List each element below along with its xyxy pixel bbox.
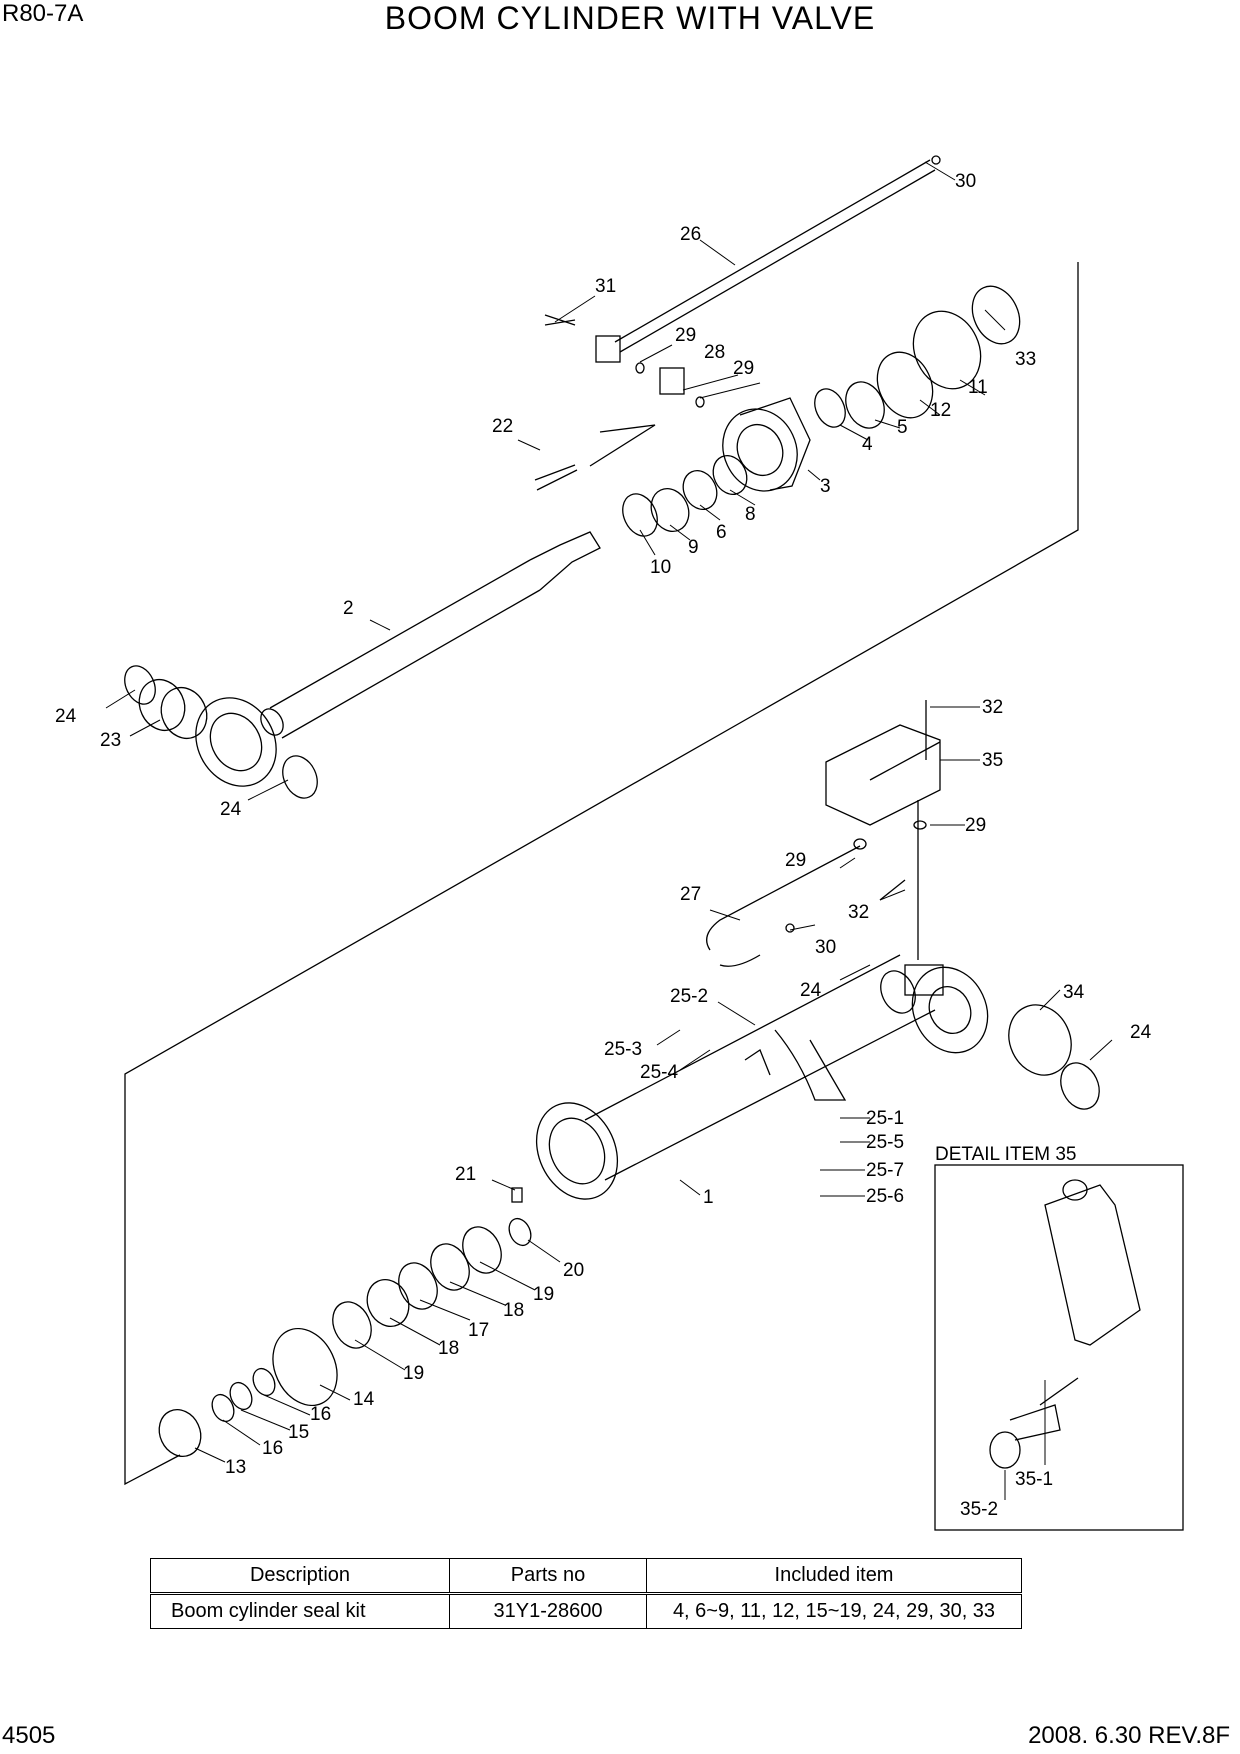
callout-15: 15: [288, 1422, 309, 1443]
callout-8: 8: [745, 504, 756, 525]
table-row: Boom cylinder seal kit 31Y1-28600 4, 6~9…: [150, 1593, 1022, 1629]
callout-16: 16: [262, 1438, 283, 1459]
callout-20: 20: [563, 1260, 584, 1281]
callout-14: 14: [353, 1389, 375, 1410]
callout-29: 29: [733, 358, 754, 379]
callout-25-5: 25-5: [866, 1132, 904, 1153]
bushing-23: [124, 665, 318, 799]
callout-25-2: 25-2: [670, 986, 708, 1007]
callout-13: 13: [225, 1457, 246, 1478]
callout-25-6: 25-6: [866, 1186, 904, 1207]
callout-12: 12: [930, 400, 951, 421]
piston-rod: [195, 531, 601, 787]
callout-19: 19: [533, 1284, 554, 1305]
cell-parts-no: 31Y1-28600: [449, 1593, 647, 1629]
callout-5: 5: [897, 417, 908, 438]
callout-25-1: 25-1: [866, 1108, 904, 1129]
pipe-26: [534, 155, 941, 491]
callout-22: 22: [492, 416, 513, 437]
piston-parts: [158, 1187, 532, 1457]
callout-25-3: 25-3: [604, 1039, 642, 1060]
callout-24: 24: [1130, 1022, 1152, 1043]
callout-30: 30: [955, 171, 976, 192]
cylinder-tube: [535, 954, 1100, 1200]
callout-34: 34: [1063, 982, 1085, 1003]
page-title: BOOM CYLINDER WITH VALVE: [384, 0, 876, 36]
callout-35-2: 35-2: [960, 1499, 998, 1520]
col-header-included: Included item: [646, 1558, 1022, 1594]
callout-29: 29: [675, 325, 696, 346]
callout-1: 1: [703, 1187, 714, 1208]
callout-35-1: 35-1: [1015, 1469, 1053, 1490]
callout-24: 24: [55, 706, 77, 727]
callout-32: 32: [982, 697, 1003, 718]
col-header-parts-no: Parts no: [449, 1558, 647, 1594]
holding-valve-35: [706, 700, 941, 967]
callout-32: 32: [848, 902, 869, 923]
model-number: R80-7A: [2, 0, 84, 27]
callout-33: 33: [1015, 349, 1036, 370]
callout-30: 30: [815, 937, 836, 958]
callout-26: 26: [680, 224, 701, 245]
callout-23: 23: [100, 730, 121, 751]
seal-kit-table: Description Parts no Included item Boom …: [150, 1558, 1022, 1629]
callout-labels: 30 26 31 29 28 29 33 11 12 5 22 4 3 8 6 …: [55, 171, 1152, 1520]
callout-11: 11: [968, 377, 988, 398]
callout-29: 29: [965, 815, 986, 836]
callout-9: 9: [688, 537, 699, 558]
callout-19: 19: [403, 1363, 424, 1384]
page-number: 4505: [2, 1722, 56, 1749]
cell-included: 4, 6~9, 11, 12, 15~19, 24, 29, 30, 33: [646, 1593, 1022, 1629]
callout-3: 3: [820, 476, 831, 497]
callout-10: 10: [650, 557, 671, 578]
callout-24: 24: [800, 980, 822, 1001]
callout-28: 28: [704, 342, 725, 363]
callout-16: 16: [310, 1404, 331, 1425]
callout-35: 35: [982, 750, 1003, 771]
callout-21: 21: [455, 1164, 476, 1185]
callout-24: 24: [220, 799, 242, 820]
callout-25-4: 25-4: [640, 1062, 678, 1083]
revision-date: 2008. 6.30 REV.8F: [1028, 1722, 1230, 1749]
callout-2: 2: [343, 598, 354, 619]
frame-outline: [124, 262, 1079, 1486]
detail-label: DETAIL ITEM 35: [935, 1144, 1076, 1165]
callout-27: 27: [680, 884, 701, 905]
callout-6: 6: [716, 522, 727, 543]
leader-lines: [105, 161, 1113, 1500]
cell-description: Boom cylinder seal kit: [150, 1593, 450, 1629]
callout-17: 17: [468, 1320, 489, 1341]
rod-cover-3: [622, 285, 1021, 537]
callout-29: 29: [785, 850, 806, 871]
callout-25-7: 25-7: [866, 1160, 904, 1181]
callout-18: 18: [438, 1338, 459, 1359]
callout-18: 18: [503, 1300, 524, 1321]
detail-box: [934, 1164, 1184, 1531]
callout-4: 4: [862, 434, 873, 455]
callout-31: 31: [595, 276, 616, 297]
col-header-description: Description: [150, 1558, 450, 1594]
